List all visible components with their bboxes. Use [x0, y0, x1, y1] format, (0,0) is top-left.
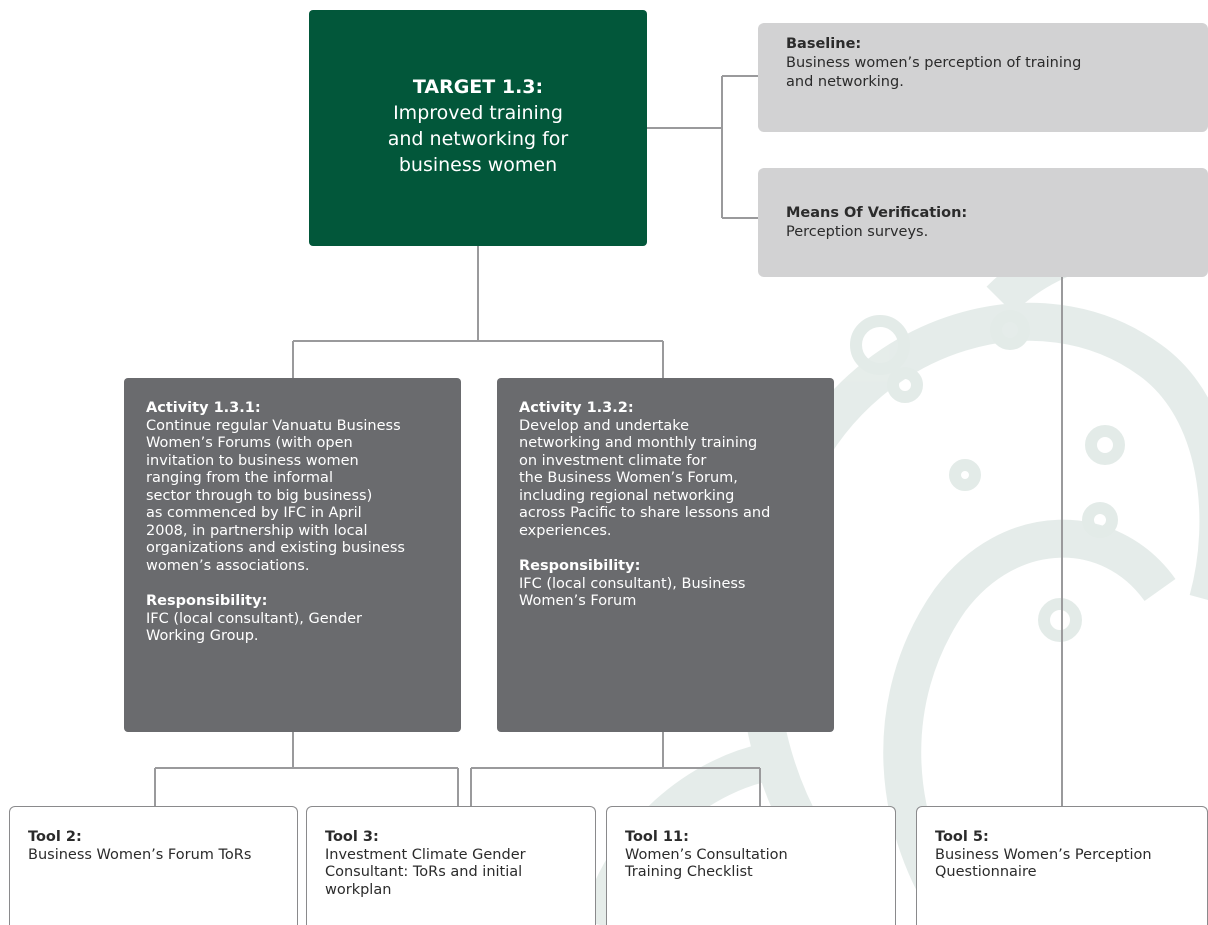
- responsibility-label: Responsibility:: [146, 593, 268, 609]
- baseline-box: Baseline: Business women’s perception of…: [758, 23, 1208, 132]
- tool-box-11: Tool 11: Women’s Consultation Training C…: [606, 806, 896, 925]
- responsibility-text: IFC (local consultant), Gender Working G…: [146, 610, 362, 645]
- connector-lines: [154, 75, 1063, 806]
- tool-label: Tool 2:: [28, 829, 82, 845]
- activity-label: Activity 1.3.2:: [519, 400, 634, 416]
- tool-label: Tool 11:: [625, 829, 689, 845]
- activity-box-1-3-1: Activity 1.3.1: Continue regular Vanuatu…: [124, 378, 461, 732]
- responsibility-text: IFC (local consultant), Business Women’s…: [519, 575, 746, 610]
- activity-label: Activity 1.3.1:: [146, 400, 261, 416]
- baseline-label: Baseline:: [786, 36, 862, 52]
- tool-text: Women’s Consultation Training Checklist: [625, 846, 788, 881]
- watermark-circles: [850, 310, 1125, 642]
- tool-text: Investment Climate Gender Consultant: To…: [325, 846, 526, 898]
- verification-text: Perception surveys.: [786, 224, 929, 240]
- verification-box: Means Of Verification: Perception survey…: [758, 168, 1208, 277]
- target-to-activities-connector: [292, 246, 664, 378]
- tool-box-2: Tool 2: Business Women’s Forum ToRs: [9, 806, 298, 925]
- responsibility-label: Responsibility:: [519, 558, 641, 574]
- activity1-to-tools-connector: [154, 732, 459, 806]
- tool-text: Business Women’s Perception Questionnair…: [935, 846, 1152, 881]
- target-to-info-connector: [647, 75, 758, 219]
- spacer: [146, 575, 443, 593]
- tool-box-3: Tool 3: Investment Climate Gender Consul…: [306, 806, 596, 925]
- activity-text: Continue regular Vanuatu Business Women’…: [146, 417, 405, 574]
- spacer: [519, 540, 816, 558]
- verification-label: Means Of Verification:: [786, 205, 968, 221]
- tool-box-5: Tool 5: Business Women’s Perception Ques…: [916, 806, 1208, 925]
- target-description: Improved training and networking for bus…: [387, 102, 569, 176]
- tool-text: Business Women’s Forum ToRs: [28, 846, 252, 863]
- tool-label: Tool 3:: [325, 829, 379, 845]
- baseline-text: Business women’s perception of training …: [786, 55, 1082, 90]
- activity2-to-tools-connector: [470, 732, 761, 806]
- activity-text: Develop and undertake networking and mon…: [519, 417, 771, 539]
- activity-box-1-3-2: Activity 1.3.2: Develop and undertake ne…: [497, 378, 834, 732]
- tool-label: Tool 5:: [935, 829, 989, 845]
- target-box: TARGET 1.3: Improved training and networ…: [309, 10, 647, 246]
- target-label: TARGET 1.3:: [412, 76, 544, 98]
